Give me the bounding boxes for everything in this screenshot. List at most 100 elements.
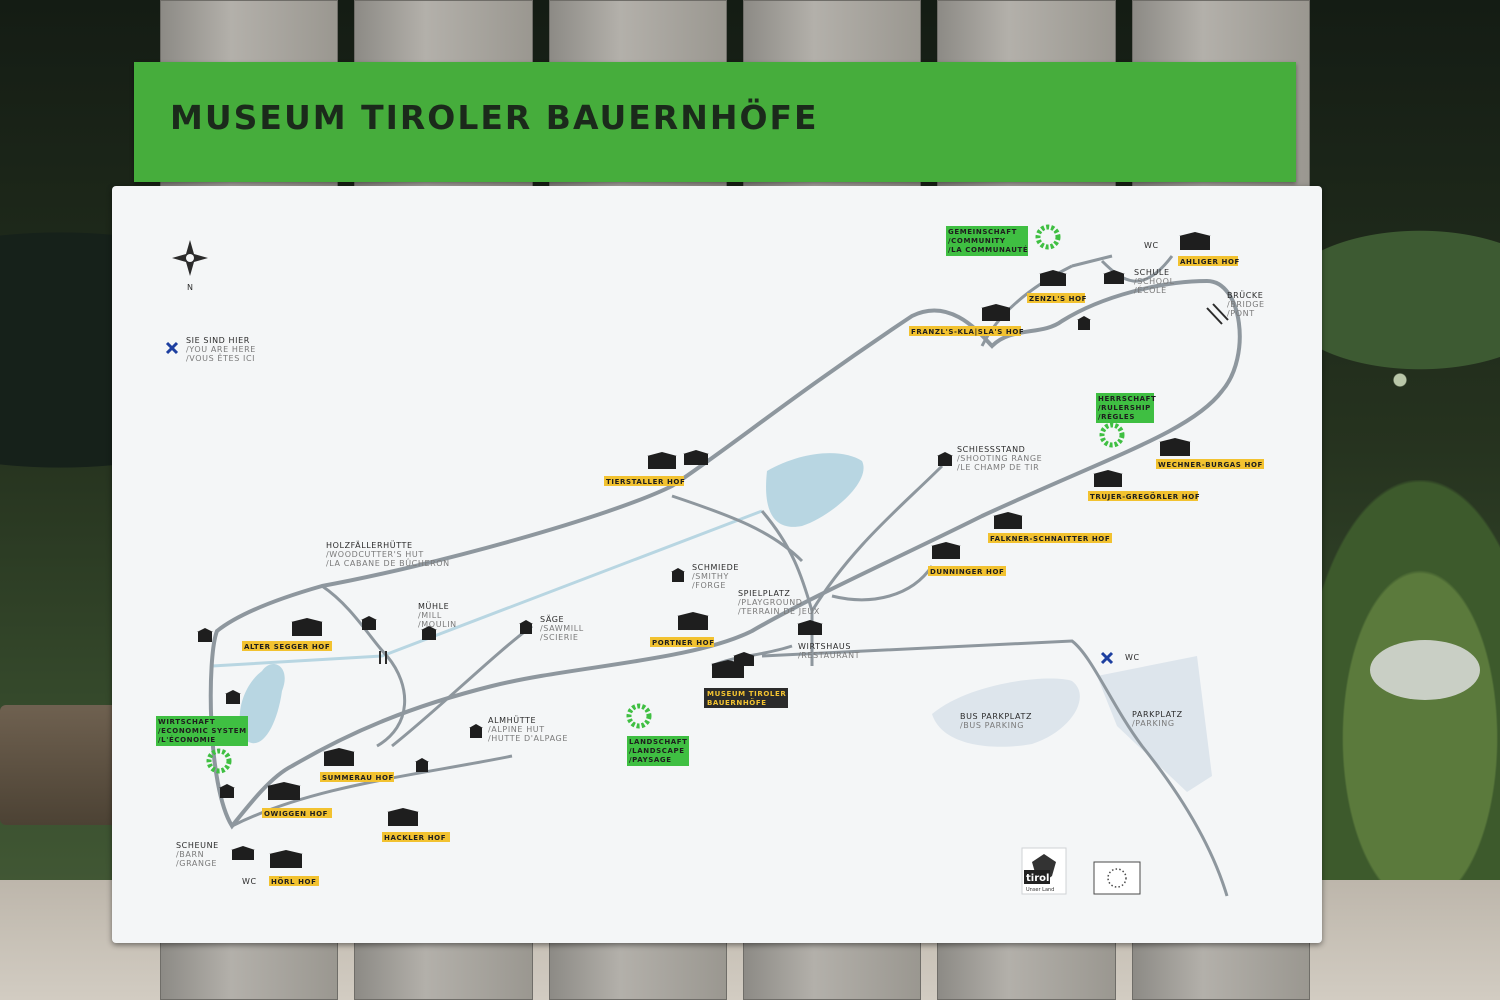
label-restaurant: WIRTSHAUS /RESTAURANT — [798, 642, 860, 660]
building-icon — [672, 572, 684, 582]
building-roof — [1093, 470, 1123, 474]
label-barn: SCHEUNE /BARN /GRANGE — [176, 841, 218, 868]
farm-tag: OWIGGEN HOF — [262, 808, 332, 818]
svg-text:/COMMUNITY: /COMMUNITY — [948, 237, 1006, 245]
building-roof — [683, 450, 709, 454]
svg-text:FALKNER-SCHNAITTER HOF: FALKNER-SCHNAITTER HOF — [990, 535, 1110, 543]
building-roof — [267, 782, 301, 786]
building-roof — [269, 850, 303, 854]
svg-text:ZENZL'S HOF: ZENZL'S HOF — [1029, 295, 1087, 303]
building-roof — [219, 784, 235, 788]
legend-line: /YOU ARE HERE — [186, 345, 256, 354]
legend-line: /VOUS ÊTES ICI — [186, 352, 255, 363]
stone-background — [1370, 640, 1480, 700]
svg-text:/SHOOTING RANGE: /SHOOTING RANGE — [957, 454, 1042, 463]
svg-text:DUNNINGER HOF: DUNNINGER HOF — [930, 568, 1004, 576]
svg-text:FRANZL'S-KLA|SLA'S HOF: FRANZL'S-KLA|SLA'S HOF — [911, 328, 1024, 337]
svg-text:SCHIESSSTAND: SCHIESSSTAND — [957, 445, 1025, 454]
svg-text:LANDSCHAFT: LANDSCHAFT — [629, 738, 688, 746]
farm-tag: PORTNER HOF — [650, 637, 714, 647]
svg-text:/L'ÉCONOMIE: /L'ÉCONOMIE — [158, 735, 216, 744]
building-icon — [198, 632, 212, 642]
svg-text:BRÜCKE: BRÜCKE — [1227, 290, 1263, 300]
svg-text:Unser Land: Unser Land — [1026, 887, 1054, 893]
building-icon — [1078, 320, 1090, 330]
svg-text:/ÉCOLE: /ÉCOLE — [1134, 284, 1167, 295]
farm-tag: AHLIGER HOF — [1178, 256, 1239, 266]
main-path — [208, 278, 1242, 830]
building-roof — [981, 304, 1011, 308]
building-roof — [519, 620, 533, 624]
theme-wheel-icon — [206, 748, 232, 774]
svg-text:HACKLER HOF: HACKLER HOF — [384, 834, 446, 842]
wc-label: WC — [1125, 653, 1140, 662]
svg-text:SCHMIEDE: SCHMIEDE — [692, 563, 739, 572]
label-sawmill: SÄGE /SAWMILL /SCIERIE — [540, 614, 583, 642]
building-roof — [677, 612, 709, 616]
banner-title: MUSEUM TIROLER BAUERNHÖFE — [170, 98, 819, 137]
svg-text:/BRIDGE: /BRIDGE — [1227, 300, 1265, 309]
farm-tag: ALTER SEGGER HOF — [242, 641, 332, 651]
theme-wheel-icon — [1099, 422, 1125, 448]
svg-text:/BUS PARKING: /BUS PARKING — [960, 721, 1024, 730]
wc-label: WC — [1144, 241, 1159, 250]
building-icon — [678, 616, 708, 630]
site-map: N SIE SIND HIER /YOU ARE HERE /VOUS ÊTES… — [156, 224, 1265, 897]
building-icon — [798, 624, 822, 635]
farm-tag: DUNNINGER HOF — [928, 566, 1006, 576]
svg-text:WECHNER-BURGAS HOF: WECHNER-BURGAS HOF — [1158, 461, 1263, 469]
svg-text:tirol: tirol — [1026, 873, 1049, 884]
svg-text:WIRTSHAUS: WIRTSHAUS — [798, 642, 851, 651]
svg-text:ALTER SEGGER HOF: ALTER SEGGER HOF — [244, 643, 330, 651]
building-icon — [712, 664, 744, 678]
farm-tag: WECHNER-BURGAS HOF — [1156, 459, 1264, 469]
svg-text:/WOODCUTTER'S HUT: /WOODCUTTER'S HUT — [326, 550, 424, 559]
building-roof — [1159, 438, 1191, 442]
building-roof — [361, 616, 377, 620]
building-icon — [1104, 274, 1124, 284]
eu-flag-logo — [1093, 861, 1141, 895]
label-shooting-range: SCHIESSSTAND /SHOOTING RANGE /LE CHAMP D… — [957, 445, 1042, 472]
title-banner: MUSEUM TIROLER BAUERNHÖFE — [134, 62, 1296, 182]
svg-text:/LA COMMUNAUTÉ: /LA COMMUNAUTÉ — [948, 245, 1028, 254]
svg-text:/SCIERIE: /SCIERIE — [540, 633, 579, 642]
building-roof — [291, 618, 323, 622]
svg-text:OWIGGEN HOF: OWIGGEN HOF — [264, 810, 328, 818]
svg-text:TIERSTALLER HOF: TIERSTALLER HOF — [606, 478, 685, 486]
svg-text:BUS PARKPLATZ: BUS PARKPLATZ — [960, 712, 1032, 721]
building-roof — [1179, 232, 1211, 236]
svg-text:/ECONOMIC SYSTEM: /ECONOMIC SYSTEM — [158, 727, 247, 735]
building-roof — [469, 724, 483, 728]
building-roof — [1103, 270, 1125, 274]
museum-tag: MUSEUM TIROLER BAUERNHÖFE — [704, 688, 788, 708]
building-icon — [1040, 274, 1066, 286]
theme-rulership: HERRSCHAFT /RULERSHIP /RÈGLES — [1096, 393, 1156, 448]
building-roof — [231, 846, 255, 850]
label-bridge: BRÜCKE /BRIDGE /PONT — [1227, 290, 1265, 318]
building-roof — [387, 808, 419, 812]
svg-text:HÖRL HOF: HÖRL HOF — [271, 877, 317, 886]
building-icon — [232, 850, 254, 860]
svg-text:/LANDSCAPE: /LANDSCAPE — [629, 747, 685, 755]
building-roof — [797, 620, 823, 624]
building-roof — [1077, 316, 1091, 320]
svg-text:/SCHOOL: /SCHOOL — [1134, 277, 1175, 286]
svg-text:/LA CABANE DE BÛCHERON: /LA CABANE DE BÛCHERON — [326, 557, 450, 568]
building-roof — [421, 626, 437, 630]
building-icon — [470, 728, 482, 738]
label-parking: PARKPLATZ /PARKING — [1132, 710, 1182, 728]
building-roof — [1039, 270, 1067, 274]
building-icon — [388, 812, 418, 826]
svg-text:/BARN: /BARN — [176, 850, 204, 859]
bus-parking-area — [932, 678, 1080, 747]
building-roof — [323, 748, 355, 752]
inner-paths — [231, 464, 1229, 897]
legend-line: SIE SIND HIER — [186, 336, 250, 345]
theme-wheel-icon — [1035, 224, 1061, 250]
farm-tag: HACKLER HOF — [382, 832, 450, 842]
label-mill: MÜHLE /MILL /MOULIN — [418, 601, 456, 629]
building-roof — [733, 652, 755, 656]
svg-text:ALMHÜTTE: ALMHÜTTE — [488, 715, 536, 725]
svg-text:/RESTAURANT: /RESTAURANT — [798, 651, 860, 660]
svg-text:SPIELPLATZ: SPIELPLATZ — [738, 589, 790, 598]
